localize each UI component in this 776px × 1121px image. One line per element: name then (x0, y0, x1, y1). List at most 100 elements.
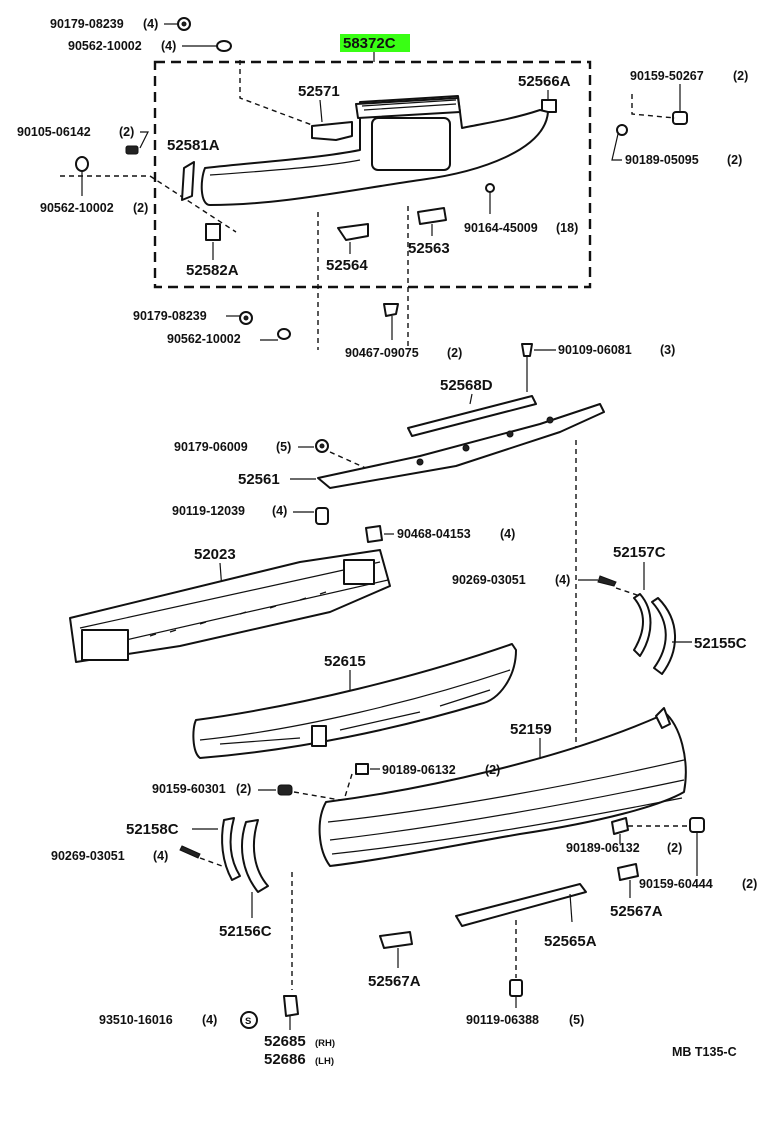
label-52566A[interactable]: 52566A (518, 73, 571, 90)
label-90159-60301[interactable]: 90159-60301 (152, 782, 226, 796)
qty-90119-06388: (5) (569, 1013, 584, 1027)
retainer-52561-body (317, 403, 605, 489)
label-90179-08239[interactable]: 90179-08239 (133, 309, 207, 323)
label-52561[interactable]: 52561 (238, 471, 280, 488)
garnish-52581A-icon (181, 161, 195, 201)
mark-rh: (RH) (315, 1038, 335, 1049)
label-52615[interactable]: 52615 (324, 653, 366, 670)
label-90179-08239-top[interactable]: 90179-08239 (50, 17, 124, 31)
label-52571[interactable]: 52571 (298, 83, 340, 100)
label-52686[interactable]: 52686 (264, 1051, 306, 1068)
label-90562-10002-left[interactable]: 90562-10002 (40, 201, 114, 215)
label-90269-03051-left[interactable]: 90269-03051 (51, 849, 125, 863)
bracket-52155C-icon (651, 597, 676, 675)
bolt-90119-06388-icon (509, 979, 523, 997)
label-52565A[interactable]: 52565A (544, 933, 597, 950)
bracket-52563-icon (417, 207, 447, 225)
bracket-52565A-icon (455, 883, 587, 927)
bracket-52157C-icon (633, 593, 652, 657)
clip-90189-06132-center-icon (355, 763, 369, 775)
qty-90562-10002-top: (4) (161, 39, 176, 53)
assembly-58372C-boundary (153, 60, 592, 289)
qty-90119-12039: (4) (272, 504, 287, 518)
label-52023[interactable]: 52023 (194, 546, 236, 563)
label-90159-60444[interactable]: 90159-60444 (639, 877, 713, 891)
qty-90159-50267: (2) (733, 69, 748, 83)
mark-lh: (LH) (315, 1056, 334, 1067)
bracket-52567A-right-icon (617, 863, 639, 881)
clip-90467-09075-icon (383, 303, 399, 317)
label-90189-06132-right[interactable]: 90189-06132 (566, 841, 640, 855)
label-52159[interactable]: 52159 (510, 721, 552, 738)
qty-90189-05095: (2) (727, 153, 742, 167)
label-90105-06142[interactable]: 90105-06142 (17, 125, 91, 139)
bolt-90105-06142-icon (125, 145, 139, 155)
qty-90159-60301: (2) (236, 782, 251, 796)
washer-left-icon (75, 156, 89, 172)
assembly-ref-highlight (340, 34, 410, 52)
label-90164-45009[interactable]: 90164-45009 (464, 221, 538, 235)
label-90189-06132-center[interactable]: 90189-06132 (382, 763, 456, 777)
bracket-52158C-icon (221, 817, 241, 881)
label-90269-03051-right[interactable]: 90269-03051 (452, 573, 526, 587)
label-52581A[interactable]: 52581A (167, 137, 220, 154)
label-90562-10002[interactable]: 90562-10002 (167, 332, 241, 346)
label-90159-50267[interactable]: 90159-50267 (630, 69, 704, 83)
clip-90468-04153-icon (365, 525, 383, 543)
assembly-ref-label[interactable]: 58372C (343, 35, 396, 52)
label-93510-16016[interactable]: 93510-16016 (99, 1013, 173, 1027)
nut-90159-60301-icon (277, 784, 293, 796)
qty-90179-08239-top: (4) (143, 17, 158, 31)
qty-90269-03051-right: (4) (555, 573, 570, 587)
label-90467-09075[interactable]: 90467-09075 (345, 346, 419, 360)
label-90468-04153[interactable]: 90468-04153 (397, 527, 471, 541)
s-symbol-letter: S (245, 1016, 251, 1027)
qty-90159-60444: (2) (742, 877, 757, 891)
nut-90159-60444-icon (689, 817, 705, 833)
screw-90269-03051-left-icon (179, 845, 201, 859)
label-52567A-center[interactable]: 52567A (368, 973, 421, 990)
qty-90562-10002-left: (2) (133, 201, 148, 215)
qty-90105-06142: (2) (119, 125, 134, 139)
bracket-52571-icon (311, 121, 353, 141)
spoiler-opening (371, 117, 451, 171)
qty-90269-03051-left: (4) (153, 849, 168, 863)
label-52158C[interactable]: 52158C (126, 821, 179, 838)
bolt-90119-12039-icon (315, 507, 329, 525)
screw-90269-03051-right-icon (597, 575, 617, 587)
label-52685[interactable]: 52685 (264, 1033, 306, 1050)
label-90119-06388[interactable]: 90119-06388 (466, 1013, 539, 1027)
label-90179-06009[interactable]: 90179-06009 (174, 440, 248, 454)
bracket-52567A-center-icon (379, 931, 413, 949)
label-90119-12039[interactable]: 90119-12039 (172, 504, 245, 518)
label-52568D[interactable]: 52568D (440, 377, 493, 394)
bracket-52156C-icon (241, 819, 269, 893)
label-52157C[interactable]: 52157C (613, 544, 666, 561)
clip-52685-icon (283, 995, 299, 1017)
label-52563[interactable]: 52563 (408, 240, 450, 257)
qty-90189-06132-center: (2) (485, 763, 500, 777)
s-symbol-icon (240, 1011, 258, 1029)
qty-90164-45009: (18) (556, 221, 578, 235)
clip-90189-06132-right-icon (611, 817, 629, 835)
clip-90164-45009-icon (485, 183, 495, 193)
seal-52568D-icon (407, 395, 537, 437)
label-52155C[interactable]: 52155C (694, 635, 747, 652)
footer-diagram-code: MB T135-C (672, 1045, 737, 1059)
label-52564[interactable]: 52564 (326, 257, 368, 274)
nut-90159-50267-icon (672, 111, 688, 125)
label-52582A[interactable]: 52582A (186, 262, 239, 279)
label-90189-05095[interactable]: 90189-05095 (625, 153, 699, 167)
label-52567A-right[interactable]: 52567A (610, 903, 663, 920)
label-90562-10002-top[interactable]: 90562-10002 (68, 39, 142, 53)
washer-90562-10002-icon (277, 328, 291, 340)
qty-90467-09075: (2) (447, 346, 462, 360)
label-52156C[interactable]: 52156C (219, 923, 272, 940)
label-90109-06081[interactable]: 90109-06081 (558, 343, 632, 357)
bracket-52564-icon (337, 223, 369, 241)
qty-90109-06081: (3) (660, 343, 675, 357)
qty-90179-06009: (5) (276, 440, 291, 454)
washer-icon (216, 40, 232, 52)
